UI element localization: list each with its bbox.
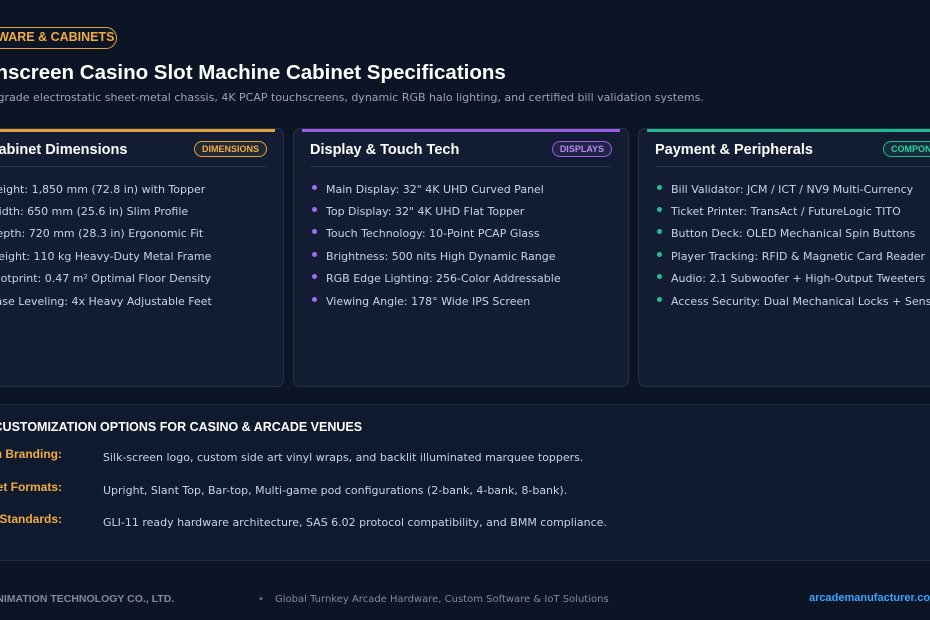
odm-row: Compliance Standards: GLI-11 ready hardw… xyxy=(0,512,930,534)
bullet-icon xyxy=(657,251,662,257)
category-badge: HARDWARE & CABINETS xyxy=(0,27,117,49)
card-divider xyxy=(0,166,267,167)
spec-item: Viewing Angle: 178° Wide IPS Screen xyxy=(312,290,561,312)
card-tag-badge: DISPLAYS xyxy=(551,141,612,157)
spec-item: Top Display: 32" 4K UHD Flat Topper xyxy=(312,200,561,222)
bullet-icon xyxy=(657,274,662,280)
spec-item: Ticket Printer: TransAct / FutureLogic T… xyxy=(657,200,930,222)
footer-separator: • xyxy=(258,594,264,605)
spec-item: Brightness: 500 nits High Dynamic Range xyxy=(312,245,561,267)
spec-item: Player Tracking: RFID & Magnetic Card Re… xyxy=(657,245,930,267)
card-title: Display & Touch Tech xyxy=(310,142,460,158)
card-display-touch: Display & Touch Tech DISPLAYS Main Displ… xyxy=(293,128,629,387)
odm-customization-panel: OEM / ODM CUSTOMIZATION OPTIONS FOR CASI… xyxy=(0,404,930,561)
card-cabinet-dimensions: Cabinet Dimensions DIMENSIONS Height: 1,… xyxy=(0,128,284,387)
spec-item: Touch Technology: 10-Point PCAP Glass xyxy=(312,223,561,245)
spec-item: Height: 1,850 mm (72.8 in) with Topper xyxy=(0,182,206,196)
page-subtitle: Industrial-grade electrostatic sheet-met… xyxy=(0,91,704,104)
bullet-icon xyxy=(657,184,662,190)
spec-list: Bill Validator: JCM / ICT / NV9 Multi-Cu… xyxy=(657,178,930,312)
card-tag-badge: DIMENSIONS xyxy=(193,141,267,157)
bullet-icon xyxy=(312,296,317,302)
spec-item: Width: 650 mm (25.6 in) Slim Profile xyxy=(0,205,189,219)
spec-item: Access Security: Dual Mechanical Locks +… xyxy=(657,290,930,312)
odm-row: Cabinet Formats: Upright, Slant Top, Bar… xyxy=(0,480,930,502)
bullet-icon xyxy=(312,207,317,213)
spec-item: Bill Validator: JCM / ICT / NV9 Multi-Cu… xyxy=(657,178,930,200)
odm-value: GLI-11 ready hardware architecture, SAS … xyxy=(103,516,607,529)
footer-tagline: Global Turnkey Arcade Hardware, Custom S… xyxy=(275,594,609,605)
spec-item: Depth: 720 mm (28.3 in) Ergonomic Fit xyxy=(0,227,204,241)
bullet-icon xyxy=(312,251,317,257)
bullet-icon xyxy=(312,274,317,280)
card-divider xyxy=(310,166,612,167)
odm-label: Compliance Standards: xyxy=(0,512,62,526)
odm-label: Custom Branding: xyxy=(0,447,62,461)
spec-item: RGB Edge Lighting: 256-Color Addressable xyxy=(312,268,561,290)
card-divider xyxy=(655,166,930,167)
odm-value: Silk-screen logo, custom side art vinyl … xyxy=(103,451,584,464)
bullet-icon xyxy=(312,229,317,235)
spec-item: Base Leveling: 4x Heavy Adjustable Feet xyxy=(0,294,212,308)
odm-label: Cabinet Formats: xyxy=(0,480,62,494)
spec-list: Main Display: 32" 4K UHD Curved Panel To… xyxy=(312,178,561,312)
footer-website-link[interactable]: arcademanufacturer.com xyxy=(809,592,930,604)
spec-item: Audio: 2.1 Subwoofer + High-Output Tweet… xyxy=(657,268,930,290)
bullet-icon xyxy=(312,184,317,190)
page-title: Touchscreen Casino Slot Machine Cabinet … xyxy=(0,61,506,84)
odm-row: Custom Branding: Silk-screen logo, custo… xyxy=(0,447,930,469)
spec-list: Height: 1,850 mm (72.8 in) with Topper W… xyxy=(0,178,212,312)
spec-item: Weight: 110 kg Heavy-Duty Metal Frame xyxy=(0,249,212,263)
spec-item: Button Deck: OLED Mechanical Spin Button… xyxy=(657,223,930,245)
odm-title: OEM / ODM CUSTOMIZATION OPTIONS FOR CASI… xyxy=(0,420,363,434)
bullet-icon xyxy=(657,207,662,213)
spec-item: Main Display: 32" 4K UHD Curved Panel xyxy=(312,178,561,200)
card-tag-badge: COMPONENTS xyxy=(883,141,930,157)
spec-item: Footprint: 0.47 m² Optimal Floor Density xyxy=(0,272,212,286)
card-title: Payment & Peripherals xyxy=(655,142,813,158)
bullet-icon xyxy=(657,229,662,235)
odm-value: Upright, Slant Top, Bar-top, Multi-game … xyxy=(103,484,568,497)
footer-company: GUANGZHOU MIBA ANIMATION TECHNOLOGY CO.,… xyxy=(0,593,175,605)
card-title: Cabinet Dimensions xyxy=(0,142,128,158)
card-payment-peripherals: Payment & Peripherals COMPONENTS Bill Va… xyxy=(638,128,930,387)
bullet-icon xyxy=(657,296,662,302)
